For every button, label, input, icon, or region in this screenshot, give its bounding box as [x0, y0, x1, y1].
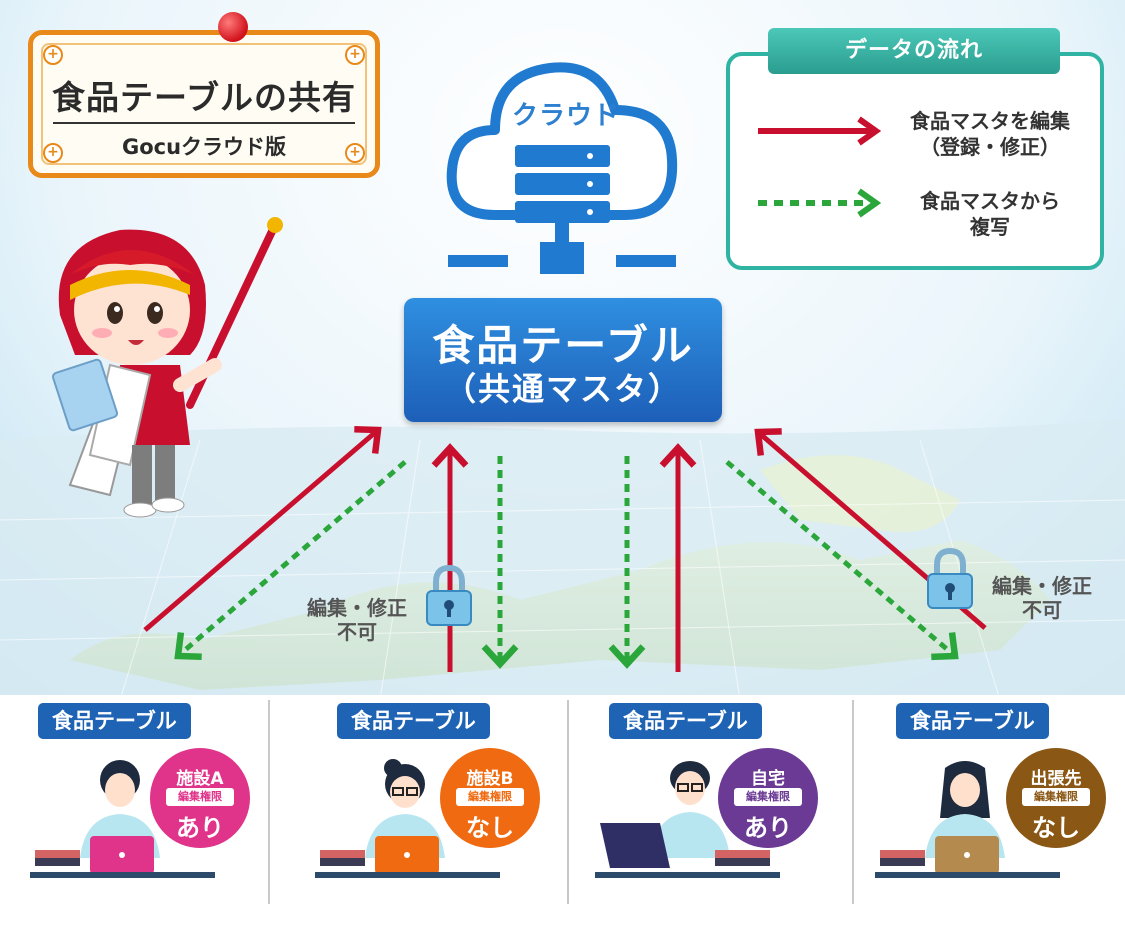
lock-icon — [927, 548, 973, 609]
legend-heading: データの流れ — [768, 28, 1060, 74]
legend-copy-label: 食品マスタから 複写 — [920, 189, 1060, 239]
lock-label-trip: 編集・修正 不可 — [992, 574, 1092, 622]
copy-arrow-trip — [725, 460, 959, 661]
master-title: 食品テーブル — [432, 321, 694, 370]
person-at-monitor-icon — [595, 761, 780, 878]
panel-divider — [852, 700, 854, 904]
home-tag: 食品テーブル — [609, 703, 762, 739]
home-badge: 自宅 編集権限 あり — [718, 748, 818, 848]
mascot-character — [51, 217, 283, 518]
edit-arrow-sample — [758, 116, 882, 146]
person-at-laptop-icon — [30, 760, 215, 878]
legend-edit-label: 食品マスタを編集 （登録・修正） — [910, 109, 1070, 159]
panel-divider — [268, 700, 270, 904]
facility-b-tag: 食品テーブル — [337, 703, 490, 739]
edit-arrow-a — [143, 426, 382, 632]
food-table-master-box: 食品テーブル （共通マスタ） — [404, 298, 722, 422]
title-card-inner-border — [41, 43, 367, 165]
plus-icon: + — [43, 143, 63, 163]
plus-icon: + — [345, 143, 365, 163]
page-title: 食品テーブルの共有 — [51, 78, 357, 117]
pin-icon — [218, 12, 248, 42]
title-divider — [53, 122, 355, 124]
plus-icon: + — [43, 45, 63, 65]
legend-box: 食品マスタを編集 （登録・修正） 食品マスタから 複写 — [726, 52, 1104, 270]
person-at-laptop-icon — [875, 761, 1060, 878]
cloud-label: クラウド — [512, 101, 621, 131]
facility-a-tag: 食品テーブル — [38, 703, 191, 739]
facility-a-badge: 施設A 編集権限 あり — [150, 748, 250, 848]
lock-icon — [426, 565, 472, 626]
page-subtitle: Gocuクラウド版 — [121, 135, 287, 159]
facility-b-badge: 施設B 編集権限 なし — [440, 748, 540, 848]
panel-divider — [567, 700, 569, 904]
cloud-server-icon — [446, 62, 678, 274]
master-subtitle: （共通マスタ） — [443, 370, 682, 408]
lock-label-b: 編集・修正 不可 — [307, 596, 407, 644]
copy-arrow-a — [174, 460, 407, 661]
title-card: 食品テーブルの共有 Gocuクラウド版 + + + + — [28, 30, 380, 178]
plus-icon: + — [345, 45, 365, 65]
person-at-laptop-icon — [315, 759, 500, 878]
business-trip-tag: 食品テーブル — [896, 703, 1049, 739]
business-trip-badge: 出張先 編集権限 なし — [1006, 748, 1106, 848]
copy-arrow-sample — [758, 188, 882, 218]
